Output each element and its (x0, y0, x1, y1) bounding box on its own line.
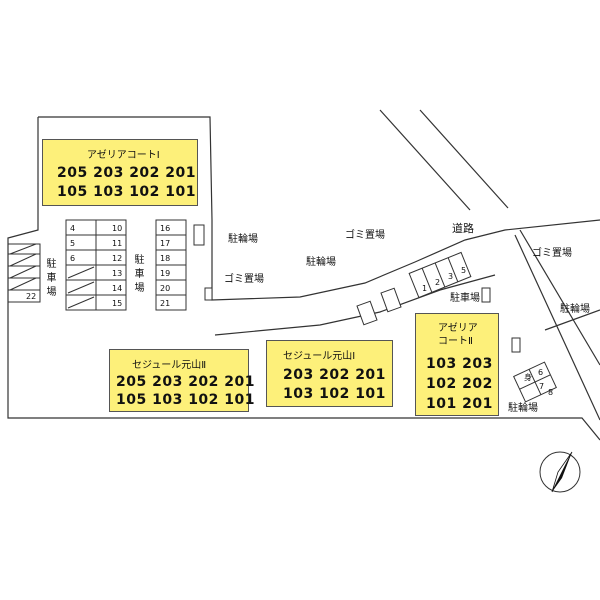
room-row-3: 101 201 (426, 396, 493, 412)
parking-top-right (408, 251, 472, 299)
garbage-label-1: ゴミ置場 (224, 274, 264, 285)
parking-slot: 10 (112, 224, 123, 233)
bike-parking-label-3: 駐輪場 (560, 304, 590, 315)
garbage-box-2 (380, 287, 402, 313)
parking-slot: 6 (70, 254, 76, 263)
site-boundary-bottom (7, 117, 600, 441)
room-row-lower: 105 103 102 101 (116, 392, 256, 408)
bike-shed-1 (193, 224, 205, 246)
parking-slot: 3 (448, 272, 454, 281)
road-edge-2 (419, 109, 509, 209)
parking-slot: 21 (160, 299, 171, 308)
parking-slot: 17 (160, 239, 171, 248)
road-edge-3 (514, 234, 600, 421)
parking-slot: 11 (112, 239, 123, 248)
parking-slot: 5 (461, 266, 467, 275)
parking-slot: 22 (26, 292, 37, 301)
parking-slot: 2 (435, 278, 441, 287)
bike-shed-2 (356, 300, 378, 326)
garbage-box-3 (481, 287, 491, 303)
parking-left (7, 243, 41, 303)
parking-slot: 18 (160, 254, 171, 263)
building-name: アゼリアコートⅠ (87, 150, 160, 161)
building-name: セジュール元山Ⅰ (283, 351, 356, 362)
parking-slot-prefix: 身 (524, 373, 532, 382)
parking-slot: 15 (112, 299, 123, 308)
parking-slot: 7 (539, 382, 545, 391)
room-row-lower: 103 102 101 (283, 386, 386, 402)
inner-road-edge (214, 274, 496, 336)
bike-shed-3 (511, 337, 521, 353)
room-row-2: 102 202 (426, 376, 493, 392)
parking-label-left: 駐車場 (46, 259, 57, 298)
parking-label-center: 駐車場 (134, 255, 145, 294)
road-edge-5 (544, 309, 600, 331)
parking-label-top-right: 駐車場 (450, 293, 480, 304)
garbage-label-2: ゴミ置場 (345, 230, 385, 241)
building-name: セジュール元山Ⅱ (132, 360, 207, 371)
road-edge-4 (519, 229, 600, 366)
north-arrow-icon (539, 451, 581, 493)
garbage-label-3: ゴミ置場 (532, 248, 572, 259)
bike-parking-label-4: 駐輪場 (508, 403, 538, 414)
parking-slot: 20 (160, 284, 171, 293)
building-sejour-motoyama-2: セジュール元山Ⅱ 205 203 202 201 105 103 102 101 (109, 349, 255, 412)
road-edge-1 (379, 109, 471, 211)
parking-slot: 14 (112, 284, 123, 293)
room-row-lower: 105 103 102 101 (57, 184, 197, 200)
building-azalea-court-2: アゼリア コートⅡ 103 203 102 202 101 201 (415, 313, 499, 416)
parking-slot: 5 (70, 239, 76, 248)
parking-slot: 19 (160, 269, 171, 278)
parking-slot: 4 (70, 224, 76, 233)
parking-slot: 8 (548, 388, 554, 397)
parking-slot: 12 (112, 254, 123, 263)
parking-grid (65, 219, 187, 311)
room-row-upper: 203 202 201 (283, 367, 386, 383)
building-sejour-motoyama-1: セジュール元山Ⅰ 203 202 201 103 102 101 (266, 340, 393, 407)
parking-corner (513, 361, 557, 403)
site-boundary-top (38, 116, 600, 301)
parking-slot: 6 (538, 368, 544, 377)
room-row-upper: 205 203 202 201 (57, 165, 197, 181)
bike-parking-label-1: 駐輪場 (228, 234, 258, 245)
road-label: 道路 (452, 222, 474, 235)
room-row-upper: 205 203 202 201 (116, 374, 256, 390)
garbage-box-1 (204, 287, 213, 301)
bike-parking-label-2: 駐輪場 (306, 257, 336, 268)
parking-slot: 1 (422, 284, 428, 293)
building-name-line2: コートⅡ (438, 336, 473, 347)
parking-slot: 13 (112, 269, 123, 278)
building-azalea-court-1: アゼリアコートⅠ 205 203 202 201 105 103 102 101 (42, 139, 198, 206)
building-name-line1: アゼリア (438, 323, 478, 334)
parking-slot: 16 (160, 224, 171, 233)
room-row-1: 103 203 (426, 356, 493, 372)
